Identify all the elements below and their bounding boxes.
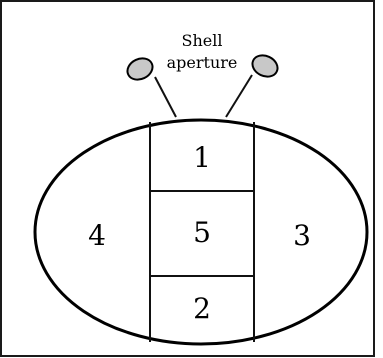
- right-aperture-knob: [251, 54, 279, 78]
- region-label-middle: 5: [193, 216, 211, 249]
- left-aperture-stalk: [154, 76, 177, 118]
- region-label-bottom: 2: [193, 292, 211, 325]
- region-label-left: 4: [88, 219, 106, 252]
- diagram-frame: [0, 0, 375, 357]
- caption-line-aperture: aperture: [167, 53, 238, 72]
- left-aperture-knob: [126, 57, 154, 81]
- shell-outline: [33, 118, 369, 346]
- region-label-right: 3: [293, 219, 311, 252]
- right-aperture-stalk: [225, 74, 253, 118]
- caption-line-shell: Shell: [182, 31, 223, 50]
- region-label-top: 1: [193, 141, 211, 174]
